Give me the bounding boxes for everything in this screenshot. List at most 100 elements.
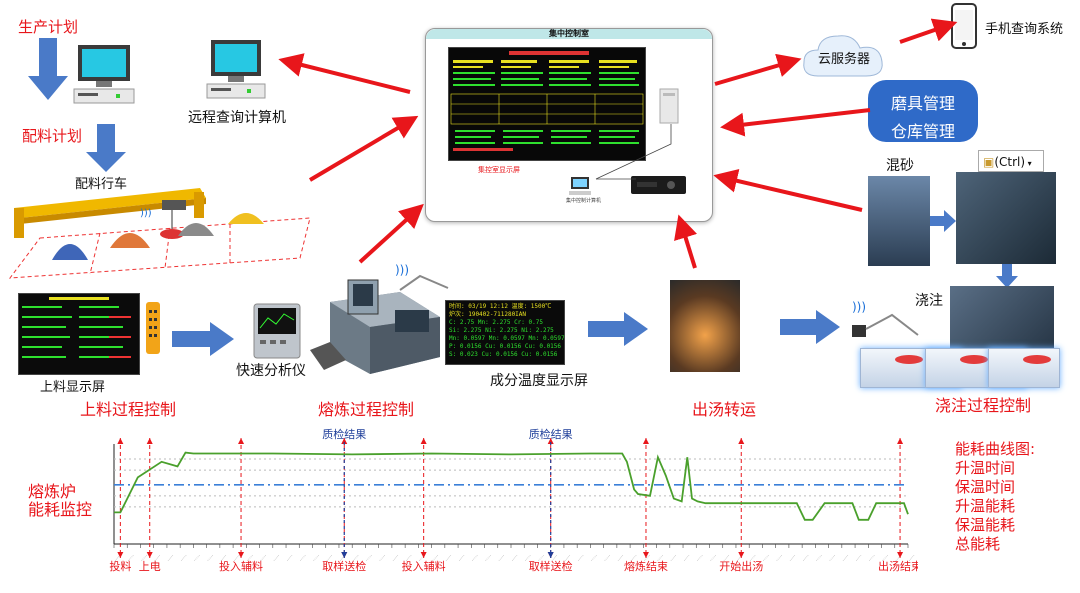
x-tick-label: ····· (722, 553, 732, 563)
quality-arrowhead (547, 552, 554, 558)
arrow-from-crane (308, 115, 419, 182)
x-tick-label: ····· (590, 553, 600, 563)
control-room-title: 集中控制室 (426, 29, 712, 39)
event-label: 取样送检 (529, 559, 573, 573)
x-tick-label: ····· (709, 553, 719, 563)
pouring-process-label: 浇注过程控制 (935, 396, 1032, 415)
quality-arrowhead (341, 552, 348, 558)
event-label: 投料 (109, 559, 131, 573)
comp-cell: Mn: 2.275 (477, 319, 511, 326)
arrow-to-mobile (899, 18, 958, 44)
event-arrowhead (897, 438, 904, 444)
server-icon (659, 88, 679, 124)
event-arrowhead (642, 552, 649, 558)
centralized-display-label: 集控室显示屏 (478, 166, 520, 174)
x-tick-label: ····· (616, 553, 626, 563)
comp-cell: Cu: 0.0156 (485, 343, 522, 350)
x-tick-label: ····· (695, 553, 705, 563)
centralized-computer-label: 集中控制计算机 (566, 198, 602, 204)
x-tick-label: ····· (351, 553, 361, 563)
event-arrowhead (117, 552, 124, 558)
x-tick-label: ····· (126, 553, 136, 563)
x-tick-label: ····· (444, 553, 454, 563)
arrow-from-furnace (358, 203, 424, 264)
composition-screen-label: 成分温度显示屏 (490, 373, 588, 389)
temperature-probe-icon: ))) (852, 300, 919, 337)
x-tick-label: ····· (153, 553, 163, 563)
event-arrowhead (642, 438, 649, 444)
event-label: 投入辅料 (402, 559, 446, 573)
down-arrow-icon (28, 38, 68, 100)
comp-cell: Mn: 0.0597 (488, 335, 525, 342)
legend-item: 保温能耗 (955, 516, 1016, 534)
pouring-line-photo (950, 286, 1054, 352)
right-arrow-icon (780, 310, 840, 344)
management-box: 磨具管理 仓库管理 (868, 80, 978, 142)
batching-plan-label: 配料计划 (22, 127, 83, 145)
x-tick-label: ····· (841, 553, 851, 563)
x-tick-label: ····· (193, 553, 203, 563)
x-tick-label: ····· (907, 553, 917, 563)
legend-item: 升温能耗 (955, 497, 1016, 515)
furnace-icon: ))) (310, 263, 449, 374)
event-arrowhead (146, 552, 153, 558)
cloud-icon (803, 35, 883, 77)
x-tick-label: ····· (378, 553, 388, 563)
x-tick-label: ····· (338, 553, 348, 563)
x-tick-label: ····· (166, 553, 176, 563)
event-arrowhead (238, 438, 245, 444)
event-arrowhead (547, 438, 554, 444)
x-tick-label: ····· (232, 553, 242, 563)
ctrl-paste-popup[interactable]: ▣(Ctrl) ▾ (978, 150, 1044, 172)
arrow-from-sand (713, 169, 863, 212)
x-tick-label: ····· (854, 553, 864, 563)
crane-diagram: ))) (8, 188, 311, 279)
event-arrowhead (738, 438, 745, 444)
x-tick-label: ····· (801, 553, 811, 563)
event-arrowhead (897, 552, 904, 558)
x-tick-label: ····· (576, 553, 586, 563)
quality-check-label: 质检结果 (322, 428, 366, 441)
x-tick-label: ····· (682, 553, 692, 563)
event-arrowhead (238, 552, 245, 558)
x-tick-label: ····· (867, 553, 877, 563)
mobile-system-label: 手机查询系统 (985, 22, 1064, 37)
molding-machine-photo (956, 172, 1056, 264)
x-tick-label: ····· (894, 553, 904, 563)
arrow-from-tapping (674, 214, 698, 269)
arrow-to-cloud (714, 53, 802, 86)
comp-cell: Cu: 0.0156 (521, 351, 558, 358)
x-tick-label: ····· (391, 553, 401, 563)
x-tick-label: ····· (762, 553, 772, 563)
tapping-process-label: 出汤转运 (692, 400, 757, 419)
legend-item: 保温时间 (955, 478, 1016, 496)
arrow-to-remote (278, 53, 411, 94)
comp-cell: Cu: 0.0156 (524, 343, 562, 350)
comp-cell: Ni: 2.275 (521, 327, 554, 334)
x-tick-label: ····· (497, 553, 507, 563)
x-tick-label: ····· (748, 553, 758, 563)
event-arrowhead (738, 552, 745, 558)
composition-row-time: 时间: 03/19 12:12 温度: 1500℃ (449, 303, 552, 310)
control-room-display-screen (448, 47, 646, 161)
right-arrow-icon (930, 210, 956, 232)
x-tick-label: ····· (603, 553, 613, 563)
computer-icon (73, 45, 135, 104)
x-tick-label: ····· (140, 553, 150, 563)
warehouse-mgmt-label: 仓库管理 (890, 122, 955, 141)
arrow-from-mgmt (720, 108, 871, 137)
x-tick-label: ····· (828, 553, 838, 563)
comp-cell: Mn: 0.0597 (528, 335, 565, 342)
energy-series-line (114, 451, 909, 521)
x-tick-label: ····· (563, 553, 573, 563)
sand-mixing-photo (868, 176, 930, 266)
x-tick-label: ····· (510, 553, 520, 563)
computer-icon (569, 177, 591, 195)
x-tick-label: ····· (272, 553, 282, 563)
down-arrow-icon (86, 124, 126, 172)
x-tick-label: ····· (418, 553, 428, 563)
svg-text:))): ))) (852, 300, 866, 314)
ctrl-popup-label: (Ctrl) (994, 155, 1026, 169)
comp-cell: S: 0.023 (449, 351, 478, 358)
remote-computer-label: 远程查询计算机 (188, 110, 286, 126)
